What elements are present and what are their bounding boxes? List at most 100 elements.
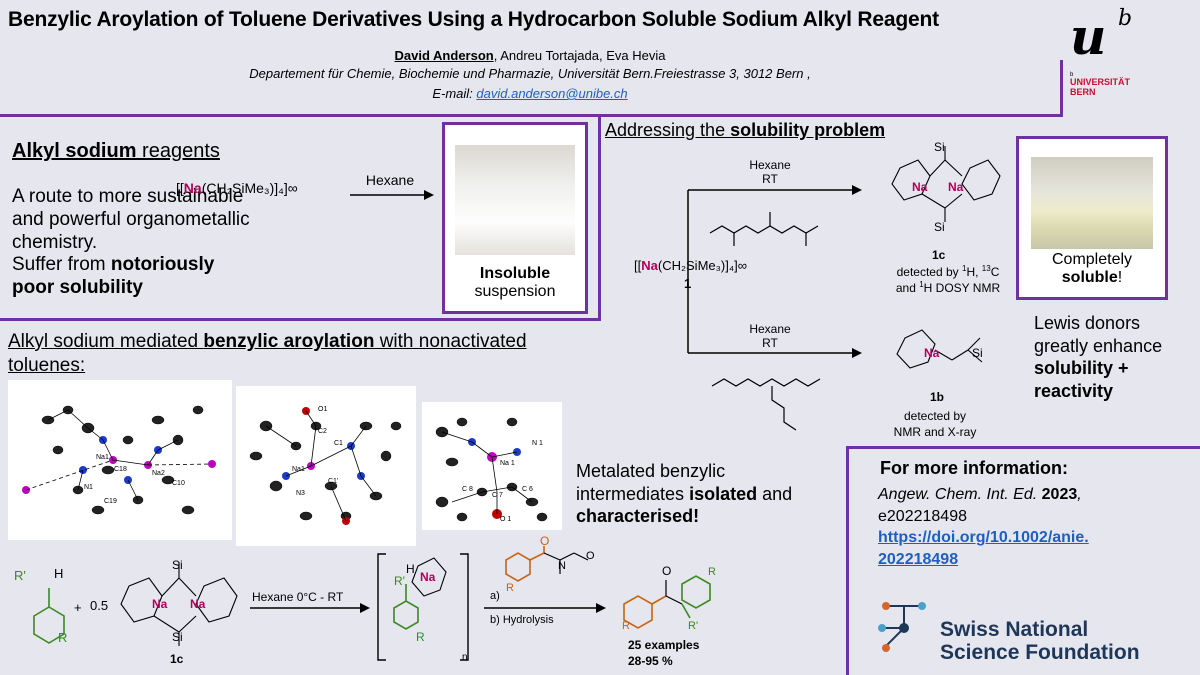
poster-title: Benzylic Aroylation of Toluene Derivativ… [8,8,939,31]
scheme-amide-o2: O [586,550,595,562]
xray2-label-na1: Na1 [292,466,305,473]
scheme-r-prime: R' [14,568,26,583]
product-1b-label: 1b [930,390,945,404]
s2-reagent-pre: [[ [634,258,642,273]
scheme-int-r-prime: R' [394,574,405,588]
co-authors: , Andreu Tortajada, Eva Hevia [493,48,666,63]
scheme-amide-n: N [558,560,566,572]
xray3-label-na1: Na 1 [500,460,515,467]
logo-divider [1060,60,1063,117]
arrow2-l1: Hexane [749,322,791,336]
reagent-post: (CH₂SiMe₃)]₄]∞ [201,180,298,196]
unibe-logo-b: b [1118,6,1133,31]
section1-arrow [350,190,434,200]
p1-note-b: H, [966,265,982,279]
insoluble-suspension-photo [455,145,575,255]
section1-text2: Suffer from notoriously poor solubility [12,254,252,300]
xray2-label-c2: C2 [318,428,327,435]
lead-author: David Anderson [394,48,494,63]
unibe-logo-tiny-b: b [1070,72,1074,78]
xray1-label-c18: C18 [114,466,127,473]
soluble-caption-l1: Completely [1051,251,1133,268]
insoluble-caption-rest: suspension [474,283,556,300]
scheme-si-bottom: Si [172,630,183,644]
p1-note-e: H DOSY NMR [923,281,1001,296]
section2-heading: Addressing the solubility problem [605,120,885,141]
info-box [846,446,1200,675]
soluble-caption-end: ! [1117,269,1123,286]
unibe-line2: BERN [1070,86,1096,97]
scheme-amide-r: R [506,582,514,594]
p1-sup-1b: 1 [919,280,924,290]
atom-si-1b: Si [972,346,983,360]
header-divider [0,114,1060,117]
scheme-coeff: 0.5 [90,598,109,613]
scheme-product-r: R [622,620,630,632]
scheme-si-top: Si [172,558,183,572]
xray2-label-c1p: C1' [328,478,339,485]
doi-line1: https://doi.org/10.1002/anie. [878,529,1089,547]
product-1c-note: detected by 1H, 13C and 1H DOSY NMR [878,264,1018,296]
solubility-scheme [687,146,1001,431]
insoluble-photo-frame: Insoluble suspension [442,122,588,314]
xray1-label-c19: C19 [104,498,117,505]
email-line: E-mail: david.anderson@unibe.ch [0,86,1060,101]
soluble-photo-frame: Completely soluble! [1016,136,1168,300]
soluble-solution-photo [1031,157,1153,249]
email-label: E-mail: [432,86,477,101]
scheme-na-right: Na [190,597,206,611]
arrow1-l2: RT [762,172,778,186]
section2-reagent-number: 1 [684,276,692,291]
xray-structure-3 [422,402,562,530]
xray1-label-c10: C10 [172,480,185,487]
p1-note-c: C [990,265,1000,279]
scheme-examples: 25 examples [628,638,700,652]
info-title: For more information: [880,458,1068,478]
insoluble-caption-bold: Insoluble [479,265,551,282]
scheme-yield: 28-95 % [628,654,673,668]
unibe-logo-u: u [1070,7,1107,66]
snsf-logo-icon [878,602,926,652]
section1-heading-rest: reagents [136,140,220,162]
email-link[interactable]: david.anderson@unibe.ch [476,86,628,101]
section1-text2-a: Suffer from [12,254,111,276]
scheme-na-intermediate: Na [420,570,436,584]
scheme-r: R [58,630,68,645]
p1-note-d: and [895,281,920,296]
xray3-label-c8: C 8 [462,486,473,493]
section2-heading-bold: solubility problem [730,120,886,140]
info-journal: Angew. Chem. Int. Ed. [878,486,1038,503]
scheme-step-b: b) Hydrolysis [490,614,554,626]
p1-sup-1: 1 [962,264,967,273]
section3-heading: Alkyl sodium mediated benzylic aroylatio… [8,330,598,378]
product-1c-label: 1c [932,248,946,262]
xray2-label-o1: O1 [318,406,328,413]
section1-text2-b: notoriously poor solubility [12,254,215,299]
s3-heading-a: Alkyl sodium mediated [8,331,204,352]
xray-structure-2 [236,386,416,546]
doi-link[interactable]: https://doi.org/10.1002/anie. 202218498 [878,527,1178,570]
info-year: 2023 [1041,486,1078,503]
section1-heading: Alkyl sodium reagents [12,140,220,163]
xray2-label-n3: N3 [296,490,305,497]
doi-line2: 202218498 [878,550,959,568]
xray3-label-n1: N 1 [532,440,543,447]
reagent-pre: [[ [176,180,184,196]
scheme-arrow-label: Hexane 0°C - RT [252,590,344,604]
info-comma: , [1077,486,1082,503]
soluble-caption-bold: soluble [1061,269,1118,286]
xray2-label-c1: C1 [334,440,343,447]
arrow1-l1: Hexane [749,158,791,172]
xray3-label-o1: O 1 [500,516,512,523]
xray3-label-c7: C 7 [492,492,503,499]
scheme-product-r2: R [708,566,716,578]
aroylation-scheme [33,546,711,661]
meta-a: Metalated benzylic intermediates [576,461,726,504]
scheme-reagent-label: 1c [170,652,184,666]
p1-sup-13: 13 [981,264,991,273]
meta-b: isolated [689,483,758,504]
